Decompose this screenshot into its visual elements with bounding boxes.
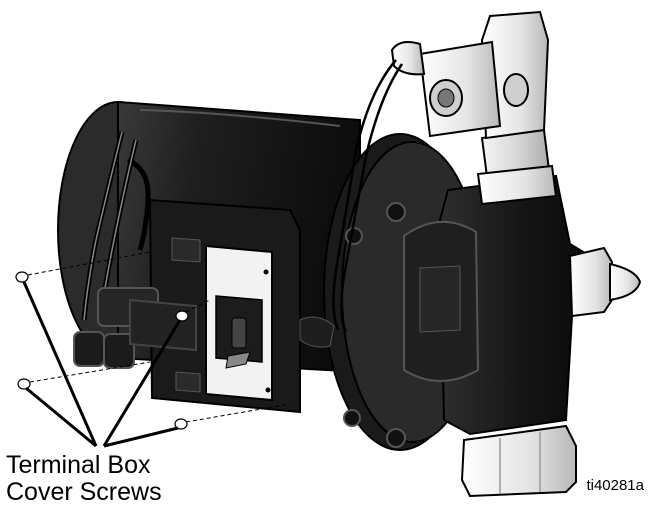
sensor-wire — [332, 59, 404, 333]
callout-line-2: Cover Screws — [6, 478, 162, 506]
callout-leader-lines — [22, 281, 182, 448]
figure-reference-id: ti40281a — [586, 477, 644, 494]
terminal-box — [148, 198, 301, 414]
screw-dashed-guides — [27, 251, 291, 423]
cable-glands — [73, 287, 197, 369]
callout-line-1: Terminal Box — [6, 451, 151, 479]
inlet-nut — [460, 424, 577, 498]
cover-screws — [15, 271, 189, 430]
outlet-fitting — [568, 246, 642, 318]
terminal-box-cover-screws-label: Terminal Box Cover Screws — [6, 452, 162, 506]
outlet-pipe-and-tee — [390, 10, 558, 206]
